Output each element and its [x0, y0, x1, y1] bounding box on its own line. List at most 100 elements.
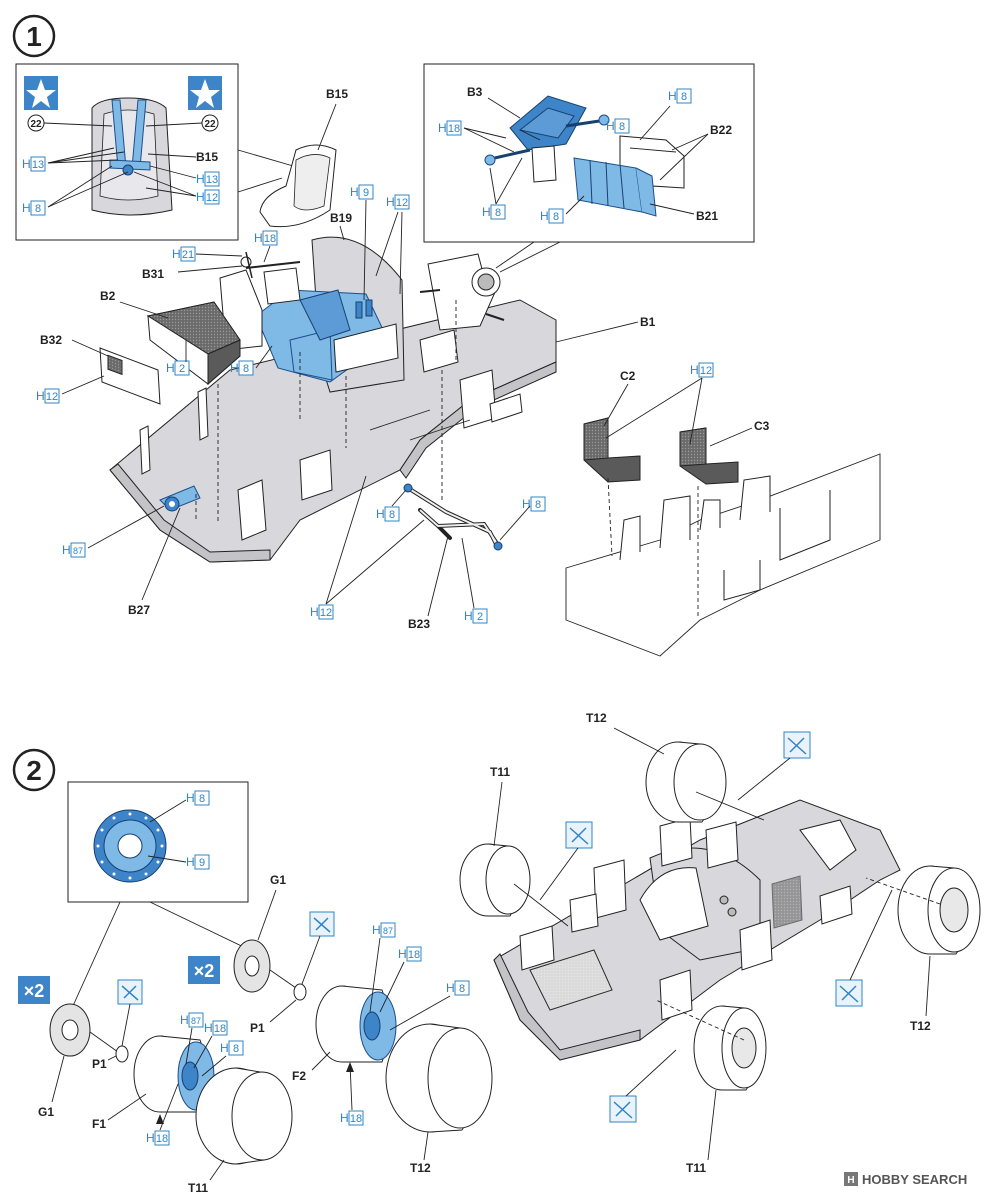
- belt-inset: 22 22 B15 H 13 H 8: [15, 63, 239, 241]
- part-label: B15: [196, 150, 218, 164]
- no-glue-icon: [565, 821, 593, 849]
- svg-text:13: 13: [32, 159, 44, 171]
- part-label: G1: [38, 1105, 54, 1119]
- svg-text:18: 18: [408, 949, 420, 961]
- svg-text:8: 8: [389, 509, 395, 521]
- radiator-b2: B2: [100, 289, 241, 386]
- svg-text:18: 18: [264, 233, 276, 245]
- svg-text:H: H: [180, 1013, 189, 1027]
- decal-number: 22: [204, 119, 216, 130]
- part-label: B31: [142, 267, 164, 281]
- part-label: C3: [754, 419, 770, 433]
- part-label: C2: [620, 369, 636, 383]
- svg-text:H: H: [204, 1021, 213, 1035]
- part-label: B32: [40, 333, 62, 347]
- part-label: T11: [490, 765, 510, 779]
- chassis-b1: [109, 299, 557, 563]
- color-callout: H 21: [172, 246, 196, 262]
- svg-text:H: H: [847, 1175, 854, 1186]
- part-label: B2: [100, 289, 116, 303]
- color-callout: H 8: [230, 360, 254, 376]
- suspension-b23: B23: [403, 483, 503, 631]
- tire-t11: [693, 1005, 767, 1091]
- color-callout: H 8: [606, 118, 630, 134]
- svg-text:H: H: [690, 363, 699, 377]
- svg-text:87: 87: [383, 926, 393, 936]
- svg-text:H: H: [36, 389, 45, 403]
- part-label: G1: [270, 873, 286, 887]
- color-callout: H 18: [204, 1020, 228, 1036]
- part-label: B21: [696, 209, 718, 223]
- part-label: B3: [467, 85, 483, 99]
- color-callout: H 8: [376, 506, 400, 522]
- no-glue-icon: [309, 911, 335, 937]
- part-label: B23: [408, 617, 430, 631]
- svg-text:H: H: [22, 201, 31, 215]
- svg-text:H: H: [446, 981, 455, 995]
- color-callout: H 18: [254, 230, 278, 246]
- color-callout: H 9: [350, 184, 374, 200]
- color-callout: H 8: [540, 208, 564, 224]
- brake-disc-g1: [49, 1003, 91, 1057]
- color-callout: H 18: [438, 120, 462, 136]
- svg-text:18: 18: [156, 1133, 168, 1145]
- panel-c2: C2: [583, 369, 641, 483]
- step-1-number: 1: [26, 21, 42, 52]
- svg-text:8: 8: [553, 211, 559, 223]
- svg-text:8: 8: [459, 983, 465, 995]
- svg-text:2: 2: [477, 611, 483, 623]
- svg-text:2: 2: [179, 363, 185, 375]
- color-callout: H 87: [372, 922, 396, 938]
- color-callout: H 12: [690, 362, 714, 378]
- svg-text:12: 12: [700, 365, 712, 377]
- part-label: B1: [640, 315, 656, 329]
- color-callout: H 12: [196, 189, 220, 205]
- svg-text:H: H: [146, 1131, 155, 1145]
- svg-text:H: H: [220, 1041, 229, 1055]
- svg-text:H: H: [482, 205, 491, 219]
- no-glue-icon: [835, 979, 863, 1007]
- grille-b32: B32: [40, 333, 161, 405]
- spacer-p1: [115, 983, 307, 1063]
- svg-text:H: H: [540, 209, 549, 223]
- step-2: 2 H 8 H 9: [12, 711, 981, 1195]
- color-callout: H 18: [146, 1130, 170, 1146]
- svg-text:H: H: [254, 231, 263, 245]
- svg-text:8: 8: [233, 1043, 239, 1055]
- part-label: T12: [586, 711, 607, 725]
- color-callout: H 87: [180, 1012, 204, 1028]
- rear-assembly: [419, 253, 505, 331]
- svg-text:8: 8: [619, 121, 625, 133]
- svg-text:H: H: [62, 543, 71, 557]
- assembled-chassis: [493, 799, 901, 1061]
- color-callout: H 8: [668, 88, 692, 104]
- svg-text:H: H: [22, 157, 31, 171]
- svg-text:8: 8: [495, 207, 501, 219]
- color-callout: H 8: [220, 1040, 244, 1056]
- chassis-side-view: [565, 453, 881, 657]
- part-label: P1: [92, 1057, 107, 1071]
- no-glue-icon: [117, 979, 143, 1005]
- tire-t11: [459, 843, 531, 917]
- color-callout: H 9: [186, 854, 210, 870]
- svg-text:9: 9: [363, 187, 369, 199]
- tire-t12: [385, 1023, 493, 1133]
- svg-text:H: H: [186, 855, 195, 869]
- color-callout: H 18: [340, 1110, 364, 1126]
- svg-text:H: H: [186, 791, 195, 805]
- svg-text:8: 8: [243, 363, 249, 375]
- svg-text:12: 12: [320, 607, 332, 619]
- color-callout: H 2: [166, 360, 190, 376]
- part-label: P1: [250, 1021, 265, 1035]
- svg-text:13: 13: [206, 174, 218, 186]
- svg-text:H: H: [196, 190, 205, 204]
- color-callout: H 8: [22, 200, 46, 216]
- step-2-number: 2: [26, 755, 42, 786]
- decal-number: 22: [30, 119, 42, 130]
- svg-text:×2: ×2: [194, 961, 215, 981]
- tire-t12: [645, 741, 727, 823]
- engine-inset: B3 B22 B21 H 8 H 18 H 8: [423, 63, 755, 243]
- svg-text:H: H: [668, 89, 677, 103]
- tire-t12: [897, 865, 981, 955]
